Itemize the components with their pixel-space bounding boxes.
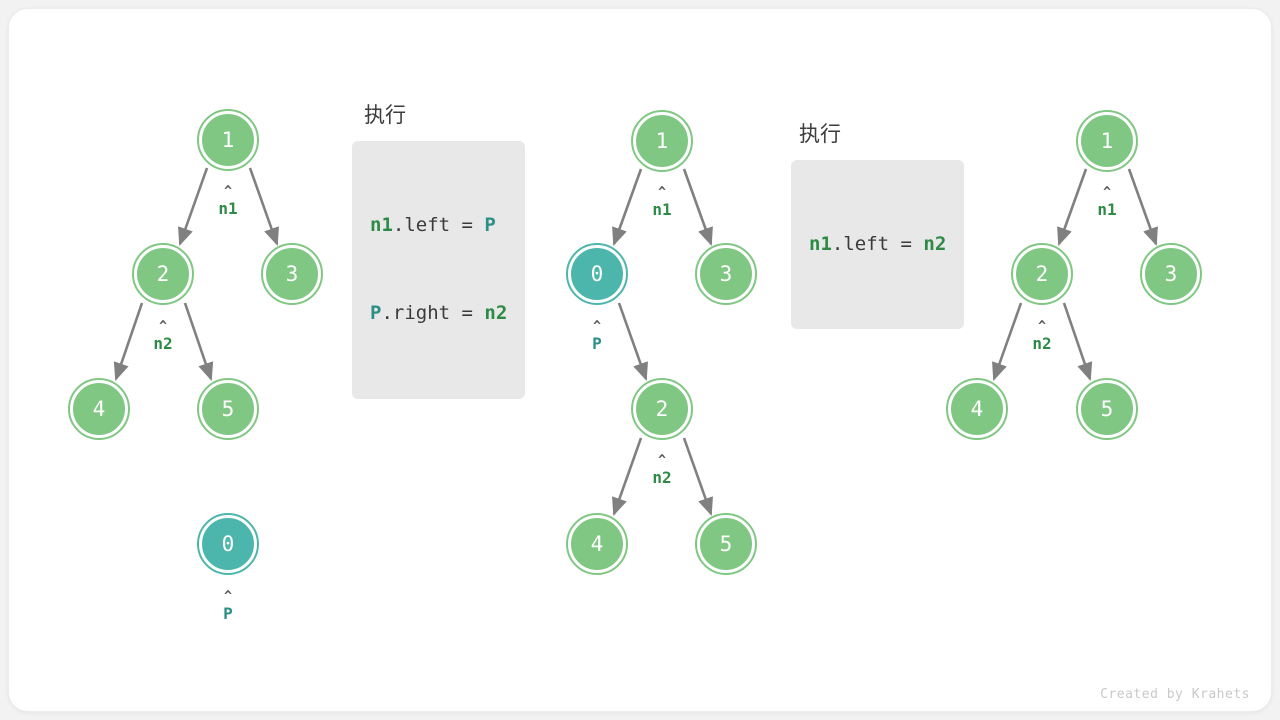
caret-icon: ^ [224,184,232,199]
caret-icon: ^ [224,589,232,604]
node-ring [946,378,1008,440]
code-token-plain: .right = [381,302,485,325]
code-block-step-2: n1.left = P P.right = n2 [352,141,526,399]
tree-node-s2-n3: 3 [695,243,757,305]
node-ring [68,378,130,440]
node-ring [695,513,757,575]
tree-node-s1-n4: 4 [68,378,130,440]
node-ring [695,243,757,305]
pointer-label-s1-lab-n1: ^n1 [198,185,258,217]
tree-node-s1-n5: 5 [197,378,259,440]
node-value: 5 [221,396,235,421]
tree-node-s2-n0: 0 [566,243,628,305]
code-token-p: P [370,302,382,325]
step-title-execute-2: 执行 [799,123,841,146]
node-ring [1140,243,1202,305]
code-token-plain: .left = [392,213,485,236]
code-token-plain: .left = [831,232,924,255]
code-line: n1.left = n2 [809,230,946,259]
step-title-execute-1: 执行 [364,104,406,127]
code-line: n1.left = P [370,211,507,240]
node-ring [631,110,693,172]
code-token-p: P [484,213,496,236]
tree-node-s3-n1: 1 [1076,110,1138,172]
node-value: 2 [156,261,170,286]
caret-icon: ^ [1103,185,1111,200]
pointer-label-text: P [223,603,233,623]
pointer-label-text: P [592,333,602,353]
node-value: 0 [590,261,604,286]
pointer-label-s3-lab-n1: ^n1 [1077,186,1137,218]
tree-node-s1-n1: 1 [197,109,259,171]
caret-icon: ^ [159,319,167,334]
tree-node-s1-n3: 3 [261,243,323,305]
tree-node-s2-n5: 5 [695,513,757,575]
tree-node-s2-n2: 2 [631,378,693,440]
pointer-label-text: n1 [218,198,238,218]
node-value: 0 [221,531,235,556]
pointer-label-s1-lab-n2: ^n2 [133,320,193,352]
node-ring [261,243,323,305]
code-token-n1: n1 [809,232,832,255]
node-value: 4 [970,396,984,421]
node-value: 1 [221,127,235,152]
tree-node-s2-n1: 1 [631,110,693,172]
pointer-label-text: n1 [1097,199,1117,219]
node-ring [197,378,259,440]
pointer-label-s1-lab-p: ^P [198,590,258,622]
code-line: P.right = n2 [370,299,507,328]
code-token-n2: n2 [923,232,947,255]
node-ring [1076,378,1138,440]
pointer-label-s3-lab-n2: ^n2 [1012,320,1072,352]
caret-icon: ^ [593,319,601,334]
node-value: 2 [1035,261,1049,286]
node-ring [1076,110,1138,172]
caret-icon: ^ [658,453,666,468]
tree-node-s3-n4: 4 [946,378,1008,440]
node-ring [197,513,259,575]
pointer-label-s2-lab-p: ^P [567,320,627,352]
tree-node-s1-n0: 0 [197,513,259,575]
node-ring [1011,243,1073,305]
caret-icon: ^ [1038,319,1046,334]
pointer-label-text: n2 [153,333,173,353]
node-value: 4 [590,531,604,556]
node-value: 5 [1100,396,1114,421]
tree-node-s3-n5: 5 [1076,378,1138,440]
code-block-step-3: n1.left = n2 [791,160,965,330]
code-token-n1: n1 [370,213,393,236]
pointer-label-s2-lab-n1: ^n1 [632,186,692,218]
code-token-n2: n2 [484,302,508,325]
node-ring [566,513,628,575]
pointer-label-s2-lab-n2: ^n2 [632,454,692,486]
credit-text: Created by Krahets [1100,687,1250,702]
pointer-label-text: n1 [652,199,672,219]
pointer-label-text: n2 [1032,333,1052,353]
node-value: 4 [92,396,106,421]
node-value: 3 [719,261,733,286]
node-ring [566,243,628,305]
node-value: 3 [1164,261,1178,286]
node-value: 1 [655,128,669,153]
pointer-label-text: n2 [652,467,672,487]
caret-icon: ^ [658,185,666,200]
node-value: 5 [719,531,733,556]
tree-node-s2-n4: 4 [566,513,628,575]
node-ring [197,109,259,171]
node-ring [132,243,194,305]
tree-node-s3-n3: 3 [1140,243,1202,305]
node-value: 3 [285,261,299,286]
node-ring [631,378,693,440]
node-value: 1 [1100,128,1114,153]
node-value: 2 [655,396,669,421]
tree-node-s1-n2: 2 [132,243,194,305]
tree-node-s3-n2: 2 [1011,243,1073,305]
